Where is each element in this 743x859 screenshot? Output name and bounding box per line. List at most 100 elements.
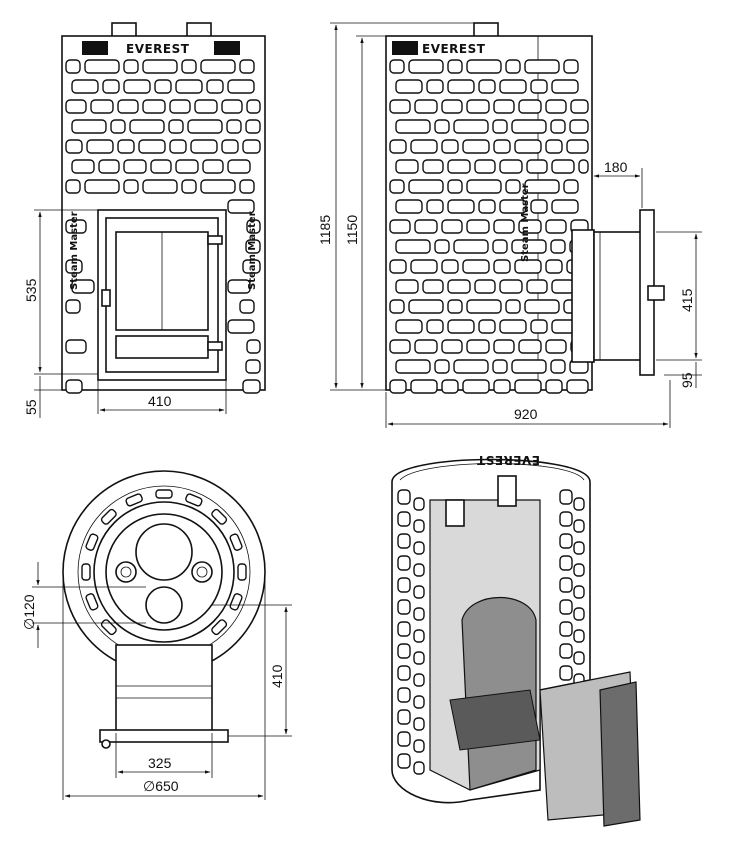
stone-slot xyxy=(453,239,489,254)
stone-slot xyxy=(462,379,490,394)
stone-slot xyxy=(123,179,139,194)
cutaway-slot xyxy=(559,511,573,527)
stone-slot xyxy=(474,159,496,174)
ash-grate xyxy=(115,335,209,359)
cutaway-slot xyxy=(413,585,425,599)
side-stone-grid xyxy=(389,59,589,394)
stone-slot xyxy=(493,339,515,354)
stone-slot xyxy=(518,99,542,114)
cutaway-slot xyxy=(397,643,411,659)
stone-slot xyxy=(526,279,548,294)
dim-tunnel-height: 415 xyxy=(679,288,695,312)
stone-slot xyxy=(227,199,255,214)
stone-slot xyxy=(545,379,563,394)
stone-slot xyxy=(142,179,178,194)
stone-slot xyxy=(239,179,255,194)
stone-slot xyxy=(65,299,81,314)
stone-slot xyxy=(462,259,490,274)
cutaway-slot xyxy=(397,665,411,681)
ring-slot xyxy=(100,508,117,525)
stone-slot xyxy=(389,299,405,314)
dim-front-width: 410 xyxy=(148,393,172,409)
stone-slot xyxy=(169,139,187,154)
ring-slot xyxy=(155,489,173,499)
stone-slot xyxy=(123,79,151,94)
stone-slot xyxy=(545,259,563,274)
cutaway-slot xyxy=(559,643,573,659)
dim-tunnel-length: 180 xyxy=(604,159,628,175)
stone-slot xyxy=(551,279,575,294)
cutaway-stone-slots xyxy=(397,489,585,775)
stone-slot xyxy=(526,159,548,174)
stone-slot xyxy=(499,159,523,174)
stone-slot xyxy=(181,179,197,194)
stone-slot xyxy=(117,99,139,114)
stone-slot xyxy=(84,179,120,194)
front-side-label-right: Steam Master xyxy=(247,211,258,290)
stone-slot xyxy=(550,119,566,134)
stone-slot xyxy=(441,379,459,394)
stone-slot xyxy=(478,79,496,94)
ring-slot xyxy=(237,563,247,581)
stone-slot xyxy=(466,299,502,314)
cutaway-slot xyxy=(559,577,573,593)
stone-slot xyxy=(493,139,511,154)
stone-slot xyxy=(426,79,444,94)
stone-slot xyxy=(511,119,547,134)
stone-slot xyxy=(202,159,224,174)
stone-slot xyxy=(566,379,589,394)
stone-slot xyxy=(395,359,431,374)
dim-tunnel-width: 325 xyxy=(148,755,172,771)
stone-slot xyxy=(514,139,542,154)
stone-slot xyxy=(447,179,463,194)
tunnel-top xyxy=(115,644,213,734)
stone-slot xyxy=(550,239,566,254)
stone-slot xyxy=(123,159,147,174)
tunnel-neck xyxy=(571,229,595,363)
stone-slot xyxy=(493,219,515,234)
stone-slot xyxy=(563,59,579,74)
cutaway-slot xyxy=(397,709,411,725)
ring-slot xyxy=(100,619,117,636)
dim-tunnel-depth: 410 xyxy=(269,664,285,688)
stone-slot xyxy=(239,299,255,314)
stone-slot xyxy=(441,339,463,354)
side-label-vertical: Steam Master xyxy=(520,183,531,262)
cutaway-slot xyxy=(413,739,425,753)
stone-slot xyxy=(434,119,450,134)
cutaway-slot xyxy=(413,717,425,731)
stone-slot xyxy=(102,79,120,94)
stone-slot xyxy=(447,299,463,314)
stone-slot xyxy=(518,339,542,354)
cutaway-slot xyxy=(573,607,585,621)
side-chimney-stub xyxy=(473,22,499,38)
stone-slot xyxy=(395,199,423,214)
stone-slot xyxy=(200,179,236,194)
stone-slot xyxy=(524,179,560,194)
stone-slot xyxy=(551,159,575,174)
stone-slot xyxy=(65,379,83,394)
stone-slot xyxy=(227,159,251,174)
stone-slot xyxy=(410,259,438,274)
ring-slot xyxy=(81,563,91,581)
front-view: EVEREST Steam Master Steam Master 535 55… xyxy=(23,22,266,418)
stone-slot xyxy=(142,59,178,74)
stone-slot xyxy=(447,79,475,94)
stone-slot xyxy=(98,159,120,174)
cutaway-slot xyxy=(413,607,425,621)
stone-slot xyxy=(65,139,83,154)
stone-slot xyxy=(200,59,236,74)
stone-slot xyxy=(550,359,566,374)
stone-slot xyxy=(545,219,567,234)
stone-slot xyxy=(578,159,589,174)
water-fitting-right xyxy=(191,561,213,583)
stone-slot xyxy=(492,239,508,254)
stone-slot xyxy=(65,259,83,274)
cutaway-brand-label: EVEREST xyxy=(476,453,540,467)
stone-slot xyxy=(138,139,166,154)
stone-slot xyxy=(154,79,172,94)
stone-slot xyxy=(478,199,496,214)
ring-slot xyxy=(125,493,143,507)
ring-slot xyxy=(229,533,243,551)
